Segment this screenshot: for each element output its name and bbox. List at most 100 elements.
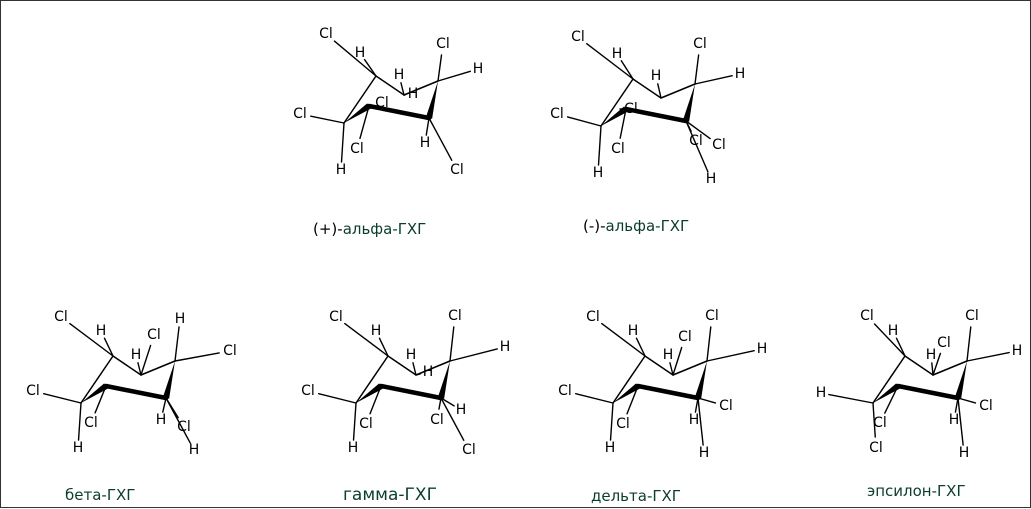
chlorine-atom: Cl [26, 383, 40, 399]
substituent-bond [587, 44, 633, 79]
substituent-bond [44, 394, 81, 403]
substituent-bond [967, 327, 971, 361]
hydrogen-atom: H [348, 440, 359, 456]
hydrogen-atom: H [593, 165, 604, 181]
substituent-bond [673, 347, 682, 375]
chlorine-atom: Cl [616, 416, 630, 432]
caption-beta: бета-ГХГ [65, 486, 135, 504]
chlorine-atom: Cl [860, 308, 874, 324]
substituent-bond [354, 403, 356, 440]
hydrogen-atom: H [500, 339, 511, 355]
substituent-bond [568, 117, 601, 126]
chlorine-atom: Cl [293, 106, 307, 122]
chlorine-atom: Cl [937, 335, 951, 351]
ring-wedge [695, 361, 707, 399]
hydrogen-atom: H [663, 347, 674, 363]
hydrogen-atom: H [949, 412, 960, 428]
ring-bond [81, 356, 113, 403]
ring-wedge [163, 361, 175, 399]
substituent-bond [707, 351, 754, 361]
ring-bold-bond [381, 386, 441, 398]
hydrogen-atom: H [371, 323, 382, 339]
chlorine-atom: Cl [712, 137, 726, 153]
hydrogen-atom: H [959, 445, 970, 461]
chlorine-atom: Cl [965, 308, 979, 324]
substituent-bond [342, 123, 344, 162]
hydrogen-atom: H [605, 440, 616, 456]
substituent-bond [602, 324, 645, 356]
ring-wedge [438, 361, 450, 399]
substituent-bond [426, 118, 429, 135]
ring-wedge [683, 84, 695, 122]
chlorine-atom: Cl [586, 309, 600, 325]
ring-bond [613, 356, 645, 403]
substituent-bond [599, 126, 601, 165]
chlorine-atom: Cl [678, 329, 692, 345]
substituent-bond [695, 55, 699, 84]
hydrogen-atom: H [1012, 343, 1023, 359]
chlorine-atom: Cl [873, 415, 887, 431]
ring-wedge [873, 383, 900, 403]
hydrogen-atom: H [612, 46, 623, 62]
hydrogen-atom: H [394, 67, 405, 83]
hydrogen-atom: H [757, 341, 768, 357]
substituent-bond [932, 363, 933, 375]
hydrogen-atom: H [175, 311, 186, 327]
ring-bond [141, 361, 175, 375]
ring-bond [933, 361, 967, 375]
substituent-bond [958, 398, 975, 403]
ring-wedge [955, 361, 967, 399]
chlorine-atom: Cl [869, 440, 883, 456]
chlorine-atom: Cl [571, 29, 585, 45]
hydrogen-atom: H [689, 412, 700, 428]
chlorine-atom: Cl [301, 383, 315, 399]
hydrogen-atom: H [96, 323, 107, 339]
caption-gamma: гамма-ГХГ [343, 485, 437, 505]
hydrogen-atom: H [473, 61, 484, 77]
substituent-bond [611, 403, 613, 440]
hydrogen-atom: H [420, 135, 431, 151]
ring-bold-bond [106, 386, 166, 398]
substituent-bond [175, 353, 219, 361]
ring-bond [873, 356, 905, 403]
chlorine-atom: Cl [350, 141, 364, 157]
chlorine-atom: Cl [223, 343, 237, 359]
chlorine-atom: Cl [550, 106, 564, 122]
chlorine-atom: Cl [147, 327, 161, 343]
substituent-bond [829, 395, 873, 403]
substituent-bond [70, 324, 113, 356]
hydrogen-atom: H [456, 402, 467, 418]
chlorine-atom: Cl [979, 398, 993, 414]
substituent-bond [707, 327, 711, 361]
substituent-bond [438, 55, 442, 81]
hydrogen-atom: H [651, 68, 662, 84]
substituent-bond [576, 394, 613, 403]
chlorine-atom: Cl [693, 36, 707, 52]
substituent-bond [79, 403, 81, 440]
chlorine-atom: Cl [624, 101, 638, 117]
substituent-bond [429, 118, 452, 160]
chlorine-atom: Cl [329, 309, 343, 325]
chlorine-atom: Cl [719, 398, 733, 414]
substituent-bond [345, 324, 388, 356]
hydrogen-atom: H [888, 323, 899, 339]
hydrogen-atom: H [131, 347, 142, 363]
hydrogen-atom: H [816, 385, 827, 401]
substituent-bond [450, 327, 454, 361]
chlorine-atom: Cl [54, 309, 68, 325]
substituent-bond [163, 398, 166, 412]
hydrogen-atom: H [706, 171, 717, 187]
ring-bond [356, 356, 388, 403]
chlorine-atom: Cl [450, 162, 464, 178]
hydrogen-atom: H [406, 347, 417, 363]
ring-wedge [426, 81, 438, 119]
ring-bond [673, 361, 707, 375]
substituent-bond [695, 76, 732, 84]
chlorine-atom: Cl [430, 412, 444, 428]
substituent-bond [319, 394, 356, 403]
chlorine-atom: Cl [359, 416, 373, 432]
chlorine-atom: Cl [689, 133, 703, 149]
chlorine-atom: Cl [558, 383, 572, 399]
